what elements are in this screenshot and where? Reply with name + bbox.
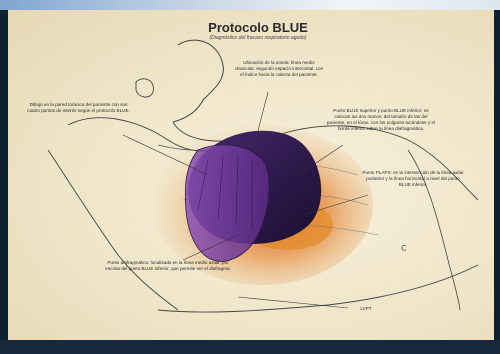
bottom-frame-strip: [0, 340, 500, 354]
note-right-upper: Punto BLUE superior y punto BLUE inferio…: [326, 108, 436, 132]
top-banner-strip: [0, 0, 500, 10]
note-top-left: Dibujo en la pared torácica del paciente…: [26, 102, 131, 114]
note-bottom-center: Punto diafragmático: localizado en la lí…: [103, 260, 233, 272]
head-outline: [173, 40, 223, 122]
ear-outline: [136, 79, 153, 97]
protocol-blue-poster: Protocolo BLUE (Diagnóstico del fracaso …: [8, 10, 494, 340]
note-top-center: Ubicación de la sonda: línea medio clavi…: [233, 60, 325, 78]
poster-subtitle: (Diagnóstico del fracaso respiratorio ag…: [158, 35, 358, 41]
note-right-lower: Punto PLAPS: en la intersección de la lí…: [360, 170, 466, 188]
poster-title: Protocolo BLUE: [178, 20, 338, 35]
letter-c-mark: [402, 245, 406, 250]
arm-outline: [48, 150, 178, 310]
pointer-line-bottom-right: [238, 297, 348, 308]
note-bottom-right: LVPT: [351, 306, 381, 312]
